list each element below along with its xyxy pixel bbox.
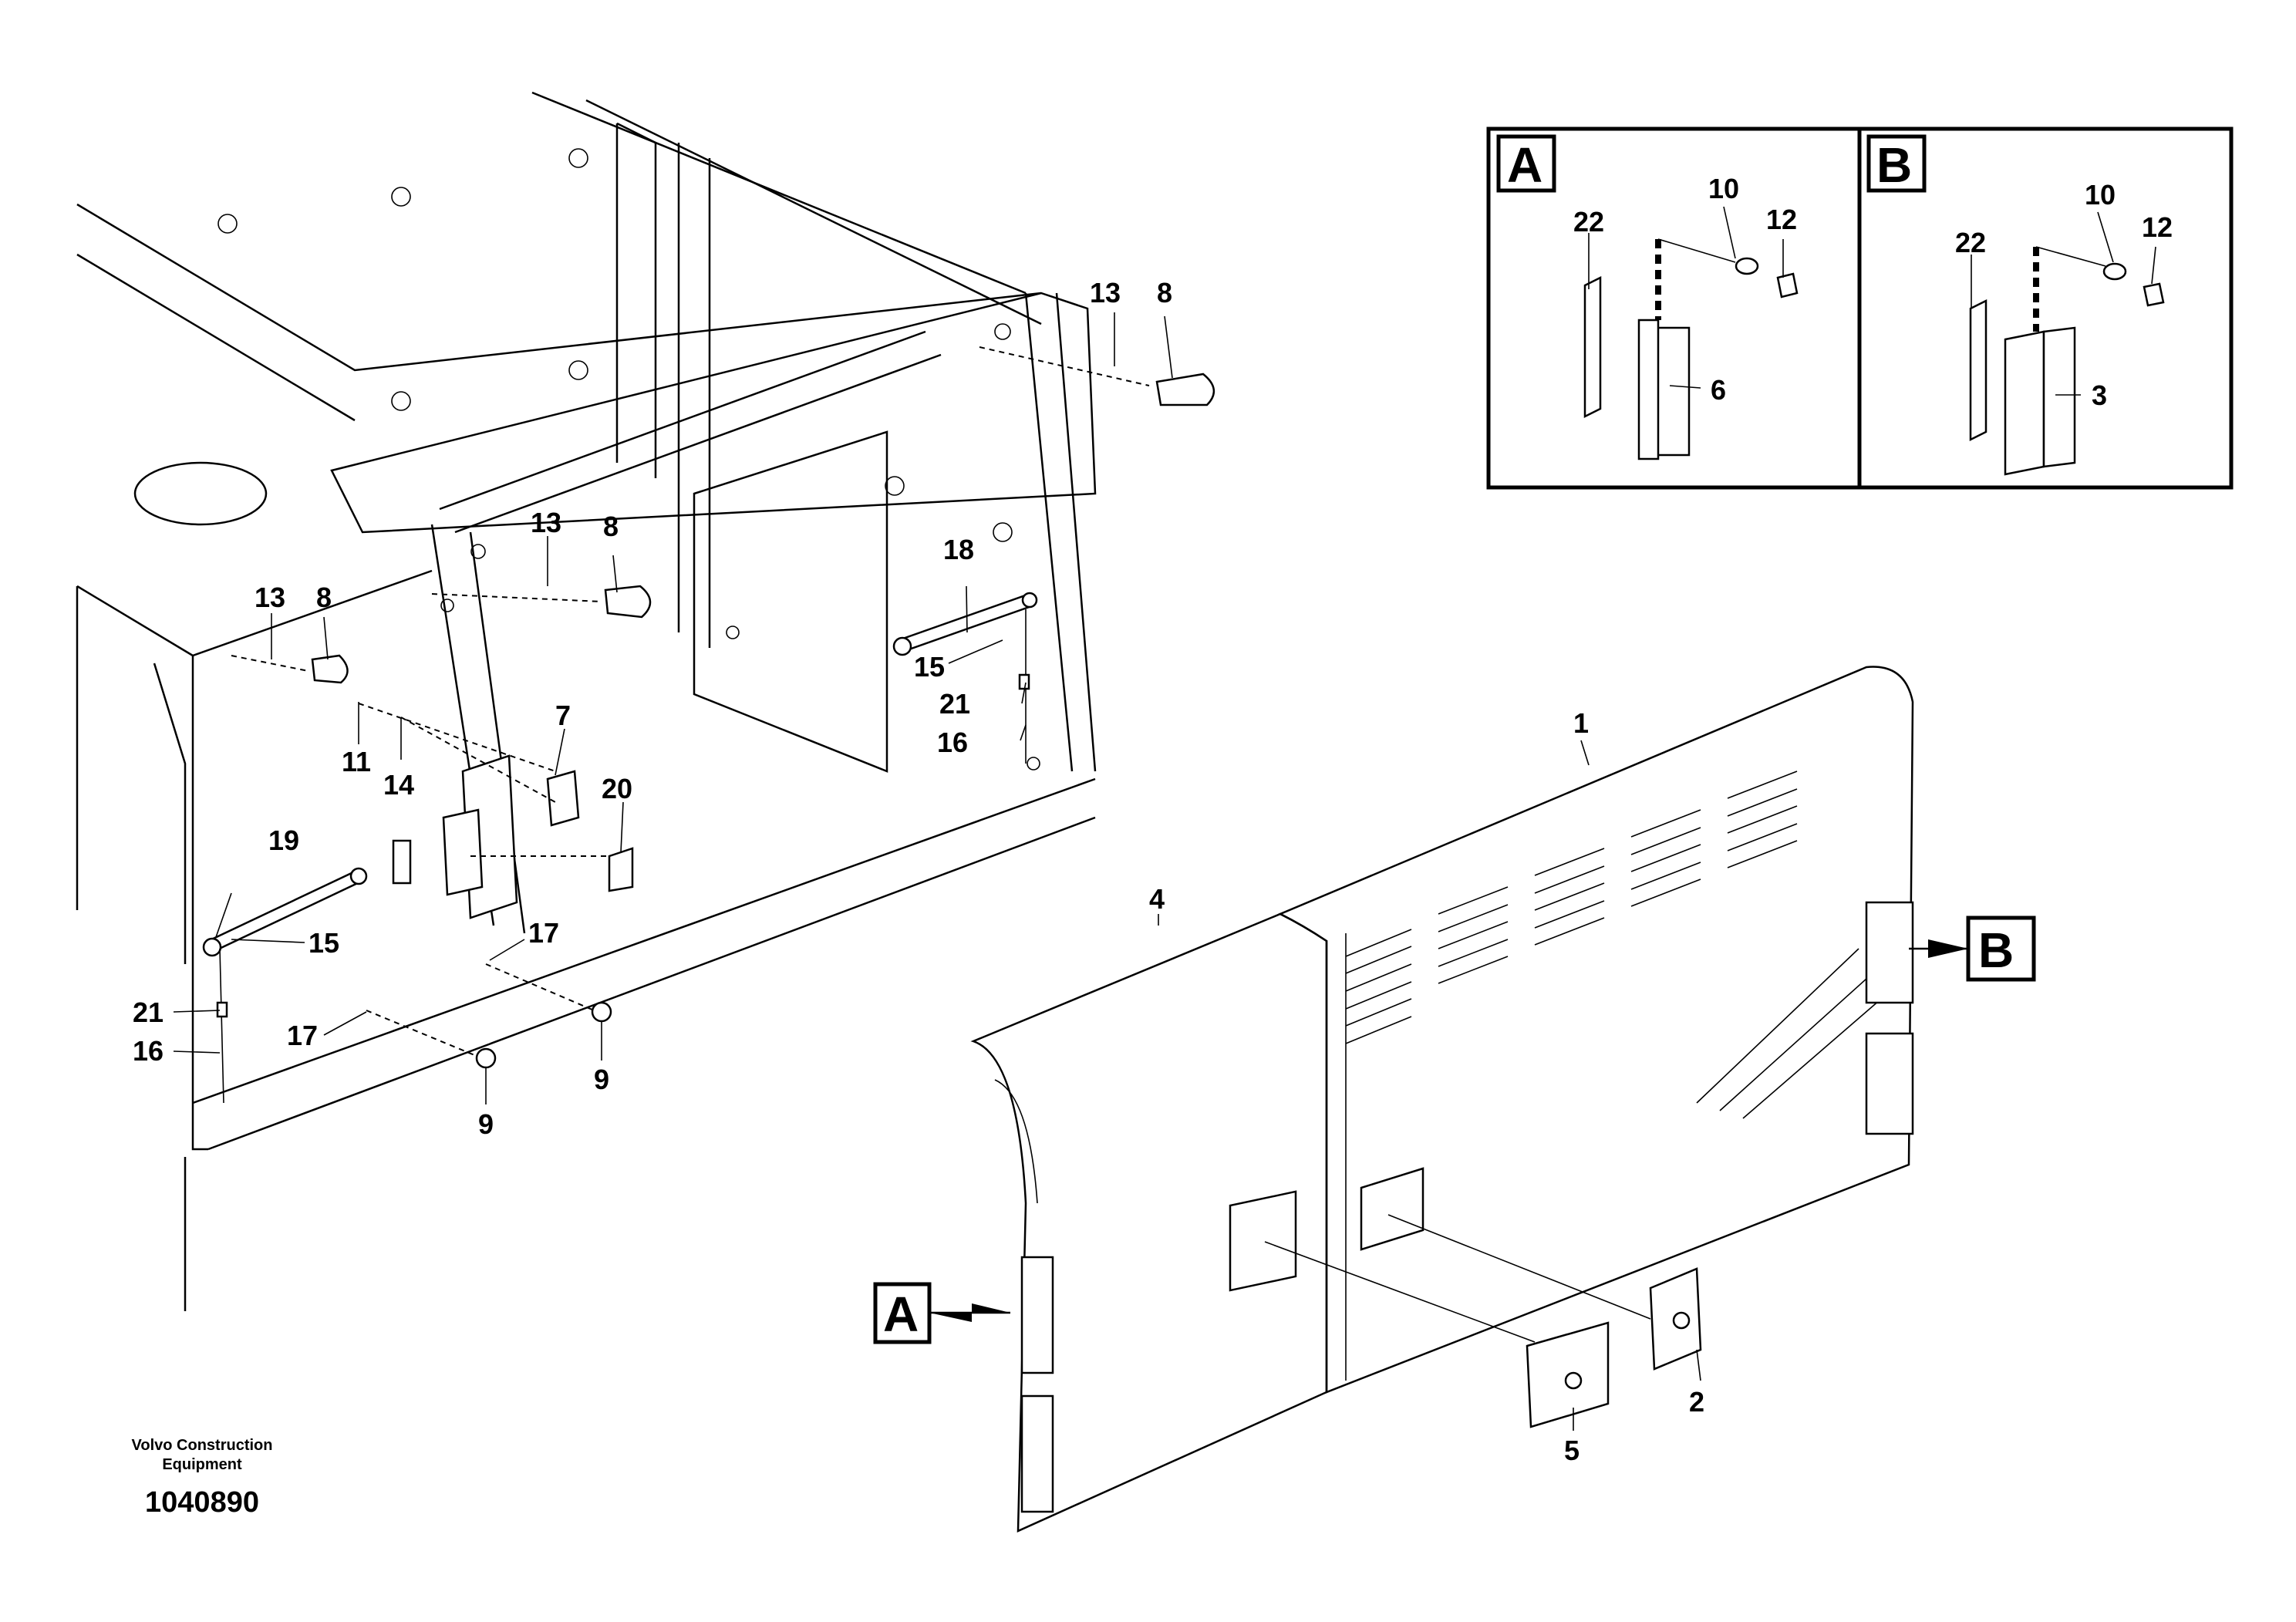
callout-11: 11 [342, 746, 371, 777]
leader-lines [173, 206, 2156, 1431]
callout-3: 3 [2092, 379, 2107, 411]
callout-9-left: 9 [478, 1108, 494, 1140]
callout-17-left: 17 [287, 1020, 318, 1051]
callout-6: 6 [1711, 374, 1726, 406]
callout-10-a: 10 [1708, 173, 1739, 204]
wire-clamp-right [1018, 673, 1030, 690]
callout-13-left: 13 [255, 582, 285, 613]
drawing-number: 1040890 [145, 1486, 259, 1519]
callout-15-left: 15 [308, 927, 339, 959]
wire-clamp-left [216, 1001, 228, 1018]
callout-16-left: 16 [133, 1035, 164, 1067]
callout-1: 1 [1573, 707, 1589, 739]
frame-bolts [217, 148, 1040, 771]
callout-15-right: 15 [914, 651, 945, 683]
door-hinges [1020, 901, 1914, 1513]
detail-b-label: B [1876, 137, 1912, 193]
hinge-a [1583, 238, 1799, 460]
callout-8-left: 8 [316, 582, 332, 613]
callout-7: 7 [555, 700, 571, 731]
callout-14: 14 [383, 769, 414, 801]
callout-12-b: 12 [2142, 211, 2173, 243]
detail-a-label: A [1507, 137, 1542, 193]
bolts-9 [366, 963, 612, 1069]
footer: Volvo Construction Equipment 1040890 [132, 1437, 273, 1519]
callout-13-top: 13 [1090, 277, 1121, 309]
callout-8-mid: 8 [603, 511, 619, 542]
detail-box: A B [1486, 126, 2234, 490]
callout-8-top: 8 [1157, 277, 1172, 309]
pointer-b: B [1909, 916, 2036, 982]
pointer-a: A [873, 1282, 1010, 1344]
manufacturer-line1: Volvo Construction [132, 1437, 273, 1454]
callout-numbers: 1 2 3 4 5 6 7 8 8 8 9 9 10 10 11 12 12 1… [133, 173, 2173, 1466]
rubber-stop-knobs [231, 346, 1215, 684]
callout-21-right: 21 [939, 688, 970, 720]
callout-22-b: 22 [1955, 227, 1986, 258]
door-panel-4 [970, 912, 1328, 1533]
callout-22-a: 22 [1573, 206, 1604, 238]
retaining-wire-left [219, 948, 224, 1104]
pointer-a-label: A [883, 1286, 919, 1342]
callout-5: 5 [1564, 1435, 1580, 1466]
callout-10-b: 10 [2085, 179, 2116, 211]
callout-13-mid: 13 [531, 507, 561, 538]
callout-19: 19 [268, 824, 299, 856]
gas-strut-18 [892, 592, 1038, 656]
manufacturer-line2: Equipment [162, 1456, 242, 1473]
callout-16-right: 16 [937, 727, 968, 758]
callout-18: 18 [943, 534, 974, 565]
hinge-b [1969, 246, 2165, 476]
callout-9-right: 9 [594, 1064, 609, 1095]
callout-21-left: 21 [133, 996, 164, 1028]
callout-20: 20 [602, 773, 632, 804]
pointer-b-label: B [1978, 922, 2014, 978]
callout-12-a: 12 [1766, 204, 1797, 235]
latch-bracket [358, 703, 634, 919]
callout-2: 2 [1689, 1386, 1704, 1418]
handle-5 [1264, 1241, 1610, 1428]
gas-strut-19 [202, 867, 368, 957]
callout-4: 4 [1149, 883, 1165, 915]
handle-2 [1387, 1214, 1702, 1371]
callout-17-right: 17 [528, 917, 559, 949]
vent-slots [1345, 771, 1886, 1119]
